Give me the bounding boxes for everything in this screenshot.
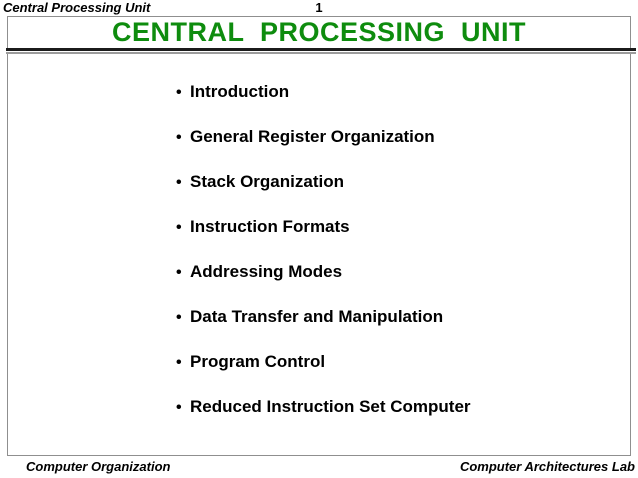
bullet-icon: • — [176, 219, 182, 236]
footer-left-label: Computer Organization — [26, 459, 171, 474]
bullet-icon: • — [176, 354, 182, 371]
list-item: • Instruction Formats — [176, 217, 471, 236]
header-course-title: Central Processing Unit — [3, 0, 151, 15]
footer-right-label: Computer Architectures Lab — [459, 459, 635, 474]
bullet-label: Data Transfer and Manipulation — [190, 307, 444, 326]
slide-title: CENTRAL PROCESSING UNIT — [111, 17, 527, 47]
list-item: • Introduction — [176, 82, 471, 101]
bullet-label: Stack Organization — [190, 172, 344, 191]
bullet-icon: • — [176, 264, 182, 281]
divider-thin-line — [6, 52, 636, 54]
list-item: • Reduced Instruction Set Computer — [176, 397, 471, 416]
list-item: • General Register Organization — [176, 127, 471, 146]
bullet-label: Instruction Formats — [190, 217, 350, 236]
list-item: • Program Control — [176, 352, 471, 371]
bullet-label: Reduced Instruction Set Computer — [190, 397, 471, 416]
list-item: • Data Transfer and Manipulation — [176, 307, 471, 326]
bullet-icon: • — [176, 399, 182, 416]
bullet-label: Addressing Modes — [190, 262, 343, 281]
bullet-icon: • — [176, 309, 182, 326]
divider-gap — [6, 51, 636, 52]
bullet-icon: • — [176, 84, 182, 101]
title-box: CENTRAL PROCESSING UNIT — [8, 17, 630, 48]
bullet-label: Program Control — [190, 352, 326, 371]
bullet-icon: • — [176, 174, 182, 191]
title-divider-rule — [6, 48, 636, 54]
divider-thick-line — [6, 48, 636, 51]
list-item: • Stack Organization — [176, 172, 471, 191]
bullet-label: General Register Organization — [190, 127, 435, 146]
slide-frame-border — [7, 16, 631, 456]
bullet-icon: • — [176, 129, 182, 146]
bullet-list: • Introduction • General Register Organizat… — [176, 82, 471, 442]
page-number: 1 — [315, 0, 323, 15]
bullet-label: Introduction — [190, 82, 290, 101]
list-item: • Addressing Modes — [176, 262, 471, 281]
